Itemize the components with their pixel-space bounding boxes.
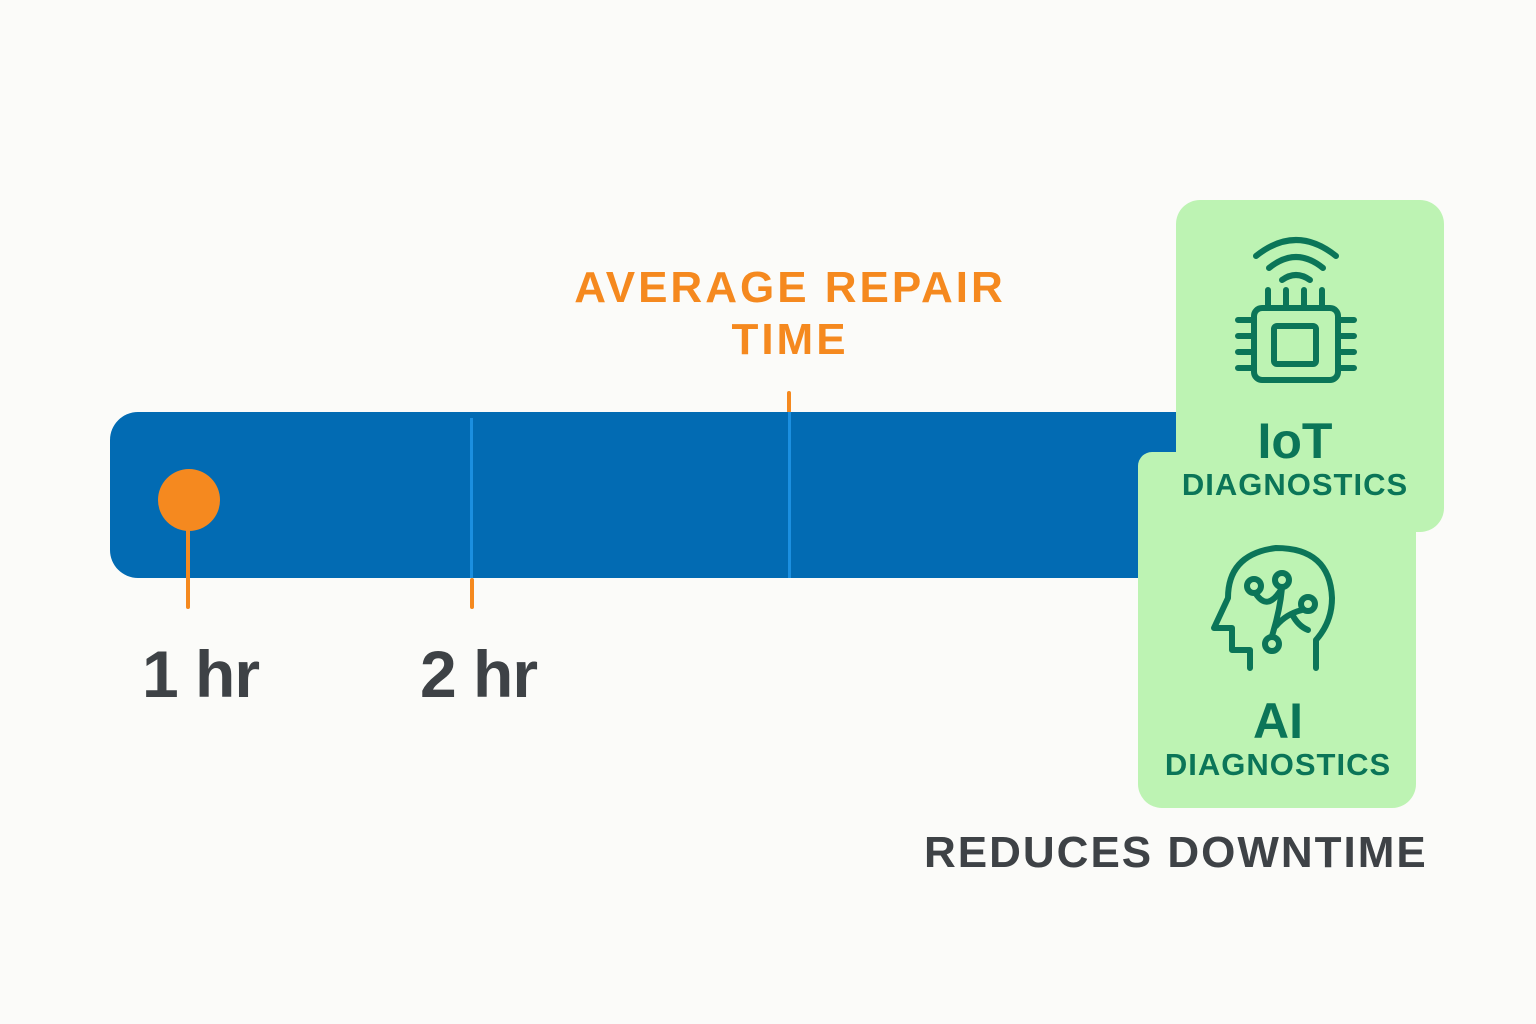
- tick-1hr-stem: [186, 528, 190, 609]
- tick-label-1hr: 1 hr: [142, 637, 260, 711]
- ai-subtitle: DIAGNOSTICS: [1164, 747, 1392, 782]
- tick-label-2hr: 2 hr: [420, 637, 538, 711]
- ai-head-circuit-icon: [1211, 545, 1335, 671]
- iot-subtitle: DIAGNOSTICS: [1181, 467, 1409, 502]
- title-line-1: AVERAGE REPAIR: [574, 263, 1006, 312]
- timeline-divider-average: [788, 412, 791, 578]
- iot-panel-text: IoT DIAGNOSTICS: [1160, 414, 1430, 502]
- pin-1hr-icon: [158, 469, 220, 531]
- timeline-bar: [110, 412, 1210, 578]
- timeline-divider-2hr: [470, 418, 473, 578]
- tick-2hr: [470, 578, 474, 609]
- iot-title: IoT: [1257, 413, 1333, 469]
- iot-chip-wifi-icon: [1235, 237, 1357, 383]
- ai-panel-text: AI DIAGNOSTICS: [1140, 694, 1416, 782]
- average-repair-time-title: AVERAGE REPAIR TIME: [560, 262, 1020, 366]
- reduces-downtime-caption: REDUCES DOWNTIME: [924, 828, 1428, 877]
- title-line-2: TIME: [731, 315, 849, 364]
- average-marker-tick: [787, 391, 791, 413]
- ai-title: AI: [1253, 693, 1303, 749]
